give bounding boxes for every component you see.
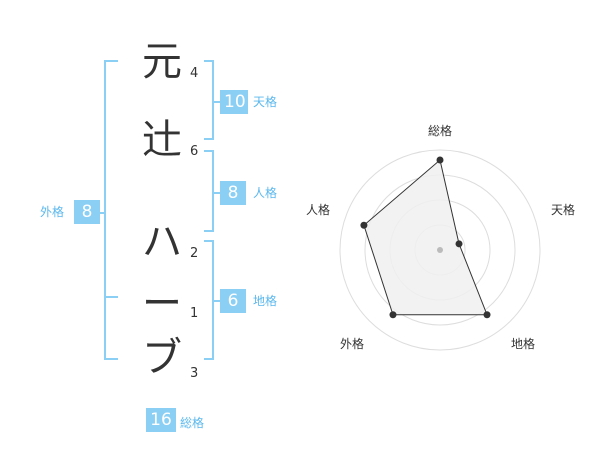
stroke-count-3: 2	[190, 246, 199, 261]
gaikaku-bracket-mid	[104, 296, 118, 298]
radar-polygon	[363, 159, 488, 316]
radar-axis-label-gaikaku: 外格	[340, 337, 365, 351]
radar-point-5	[360, 221, 368, 229]
tenkaku-value: 10	[220, 90, 248, 114]
name-char-2: 辻	[142, 117, 182, 163]
tenkaku-bracket-connector	[212, 101, 220, 103]
chikaku-bracket-top	[204, 240, 214, 242]
gaikaku-value: 8	[74, 200, 100, 224]
soukaku-value: 16	[146, 408, 176, 432]
name-char-5: ブ	[142, 335, 182, 381]
stroke-count-4: 1	[190, 306, 199, 321]
radar-axis-label-jinkaku: 人格	[306, 203, 331, 217]
radar-point-4	[389, 311, 397, 319]
jinkaku-bracket-bottom	[204, 230, 214, 232]
gaikaku-label: 外格	[40, 205, 65, 219]
jinkaku-value: 8	[220, 181, 246, 205]
radar-point-3	[483, 311, 491, 319]
jinkaku-bracket	[212, 150, 214, 232]
soukaku-label: 総格	[180, 416, 205, 430]
stroke-count-5: 3	[190, 366, 199, 381]
tenkaku-bracket-bottom	[204, 138, 214, 140]
radar-point-1	[436, 156, 444, 164]
tenkaku-bracket	[212, 60, 214, 140]
gaikaku-bracket	[104, 60, 106, 360]
tenkaku-label: 天格	[253, 95, 278, 109]
radar-axis-label-chikaku: 地格	[511, 337, 536, 351]
stroke-count-2: 6	[190, 144, 199, 159]
stroke-count-1: 4	[190, 66, 199, 81]
chikaku-bracket-connector	[212, 300, 220, 302]
chikaku-label: 地格	[253, 294, 278, 308]
name-char-4: ー	[142, 281, 182, 327]
radar-axis-label-soukaku: 総格	[428, 124, 453, 138]
radar-center-dot	[437, 247, 443, 253]
jinkaku-bracket-top	[204, 150, 214, 152]
jinkaku-bracket-connector	[212, 192, 220, 194]
radar-axis-label-tenkaku: 天格	[551, 203, 576, 217]
name-char-1: 元	[142, 39, 182, 85]
radar-ring	[339, 149, 541, 351]
jinkaku-label: 人格	[253, 186, 278, 200]
name-char-3: ハ	[142, 219, 182, 265]
tenkaku-bracket-top	[204, 60, 214, 62]
gaikaku-bracket-connector	[98, 212, 106, 214]
radar-point-2	[455, 240, 463, 248]
gaikaku-bracket-bottom	[104, 358, 118, 360]
chikaku-value: 6	[220, 289, 246, 313]
chikaku-bracket-bottom	[204, 358, 214, 360]
gaikaku-bracket-top	[104, 60, 118, 62]
